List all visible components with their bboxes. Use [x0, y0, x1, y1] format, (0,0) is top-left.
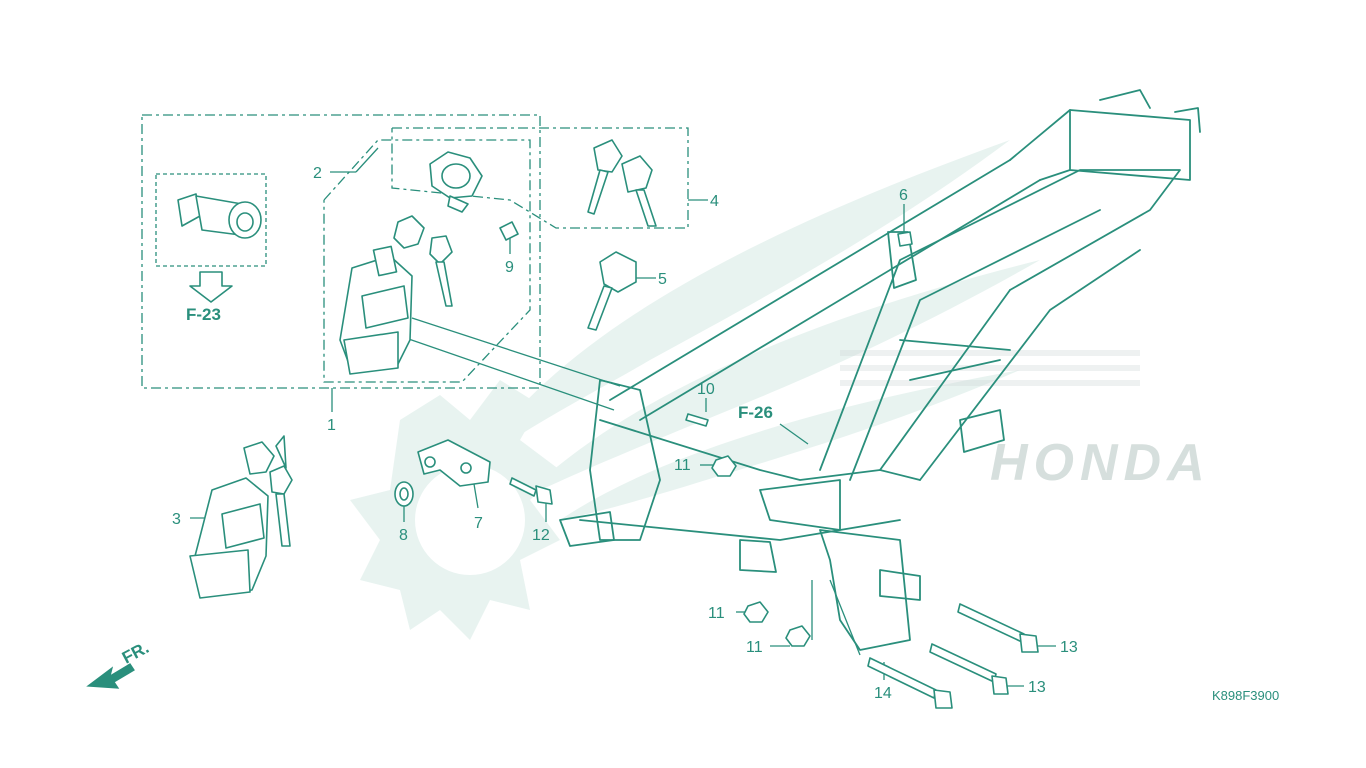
ignition-switch-alt [189, 435, 293, 599]
honda-watermark: HONDA [350, 140, 1211, 640]
arrow-down-icon [189, 271, 233, 303]
front-direction-arrow: FR. [86, 638, 152, 689]
watermark-text: HONDA [990, 434, 1211, 492]
callout-11-upper: 11 [674, 457, 691, 474]
callout-13-upper: 13 [1060, 639, 1078, 656]
frame-body [559, 89, 1201, 651]
leader-lines [190, 147, 1056, 687]
bolt-10 [685, 413, 709, 427]
seat-lock-cylinder [177, 193, 262, 239]
grommet [394, 481, 414, 507]
bolt-13 [929, 603, 1039, 695]
callout-7: 7 [474, 515, 483, 532]
bolt-14 [867, 657, 953, 709]
cover-cap [429, 151, 483, 213]
screw-9 [499, 221, 519, 241]
callout-8: 8 [399, 527, 408, 544]
callout-3: 3 [172, 511, 181, 528]
callout-1: 1 [327, 417, 336, 434]
callout-14: 14 [874, 685, 892, 702]
nut-11 [711, 455, 811, 647]
drawing-code: K898F3900 [1212, 688, 1279, 703]
callout-11-middle: 11 [708, 605, 725, 622]
ref-f23[interactable]: F-23 [186, 305, 221, 324]
callout-11-lower: 11 [746, 639, 763, 656]
key-blank [587, 251, 637, 331]
mount-bracket [417, 439, 491, 487]
kit-outlines [141, 114, 689, 389]
callout-5: 5 [658, 271, 667, 288]
nut-6 [897, 231, 913, 247]
callout-4: 4 [710, 193, 719, 210]
bolt-12 [509, 477, 553, 505]
callout-2: 2 [313, 165, 322, 182]
front-direction-label: FR. [119, 638, 152, 668]
callout-labels: 1 2 3 4 5 6 7 8 9 10 11 11 11 12 13 13 1… [172, 165, 1279, 703]
callout-6: 6 [899, 187, 908, 204]
callout-10: 10 [697, 381, 715, 398]
ignition-switch-assy [339, 215, 453, 375]
callout-12: 12 [532, 527, 550, 544]
callout-13-lower: 13 [1028, 679, 1046, 696]
callout-9: 9 [505, 259, 514, 276]
key-pair [587, 139, 657, 227]
ref-f26[interactable]: F-26 [738, 403, 773, 422]
